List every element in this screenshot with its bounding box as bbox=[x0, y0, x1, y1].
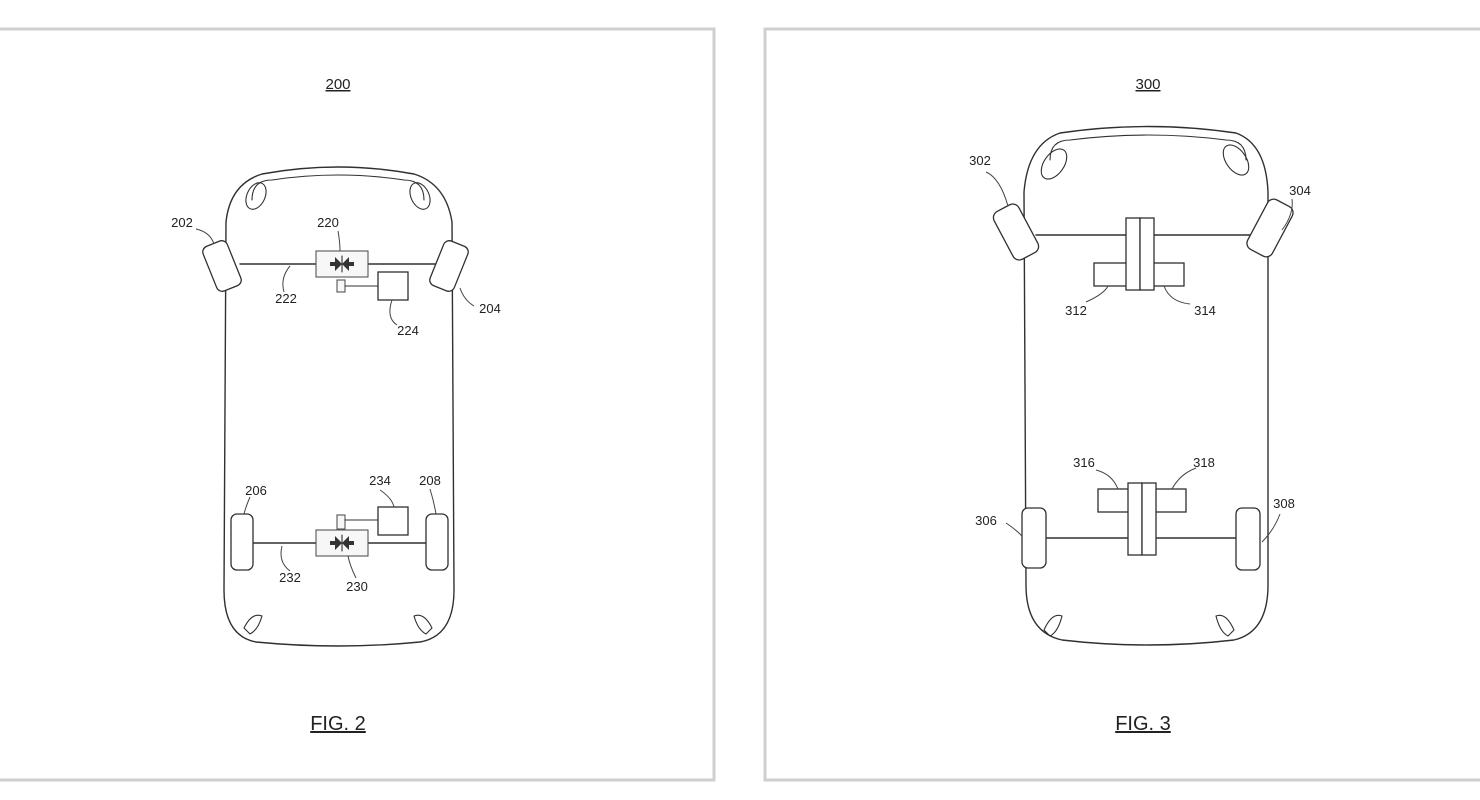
figure-3-leader-lines bbox=[985, 171, 1293, 543]
front-coupling bbox=[336, 279, 346, 293]
label-208: 208 bbox=[419, 473, 441, 488]
label-204: 204 bbox=[479, 301, 501, 316]
rear-unit-right-plate bbox=[1141, 482, 1157, 556]
taillight-right-icon bbox=[413, 614, 433, 635]
figure-3-rear-axle-assembly bbox=[1021, 482, 1261, 571]
figure-2-rear-axle-assembly bbox=[230, 506, 449, 571]
front-unit-right-plate bbox=[1139, 217, 1155, 291]
figure-2-panel: 200 bbox=[0, 27, 716, 782]
figure-2-leader-lines bbox=[195, 228, 475, 579]
rear-unit-left-plate bbox=[1127, 482, 1143, 556]
taillight-right-icon bbox=[1215, 614, 1235, 637]
taillight-left-icon bbox=[243, 614, 263, 635]
front-right-wheel bbox=[429, 240, 469, 292]
label-230: 230 bbox=[346, 579, 368, 594]
label-234: 234 bbox=[369, 473, 391, 488]
rear-left-wheel bbox=[1021, 507, 1047, 569]
label-224: 224 bbox=[397, 323, 419, 338]
rear-right-wheel bbox=[425, 513, 449, 571]
front-left-wheel bbox=[202, 240, 242, 292]
rear-controller-box bbox=[377, 506, 409, 536]
front-left-wheel bbox=[992, 203, 1040, 261]
figure-2-caption: FIG. 2 bbox=[310, 713, 366, 735]
figure-2-reference-number: 200 bbox=[325, 76, 350, 93]
label-312: 312 bbox=[1065, 303, 1087, 318]
figure-2-vehicle-body bbox=[223, 166, 455, 647]
front-motor-icon bbox=[330, 255, 354, 273]
label-302: 302 bbox=[969, 153, 991, 168]
headlight-right-icon bbox=[1222, 144, 1250, 176]
label-306: 306 bbox=[975, 513, 997, 528]
rear-motor-icon bbox=[330, 534, 354, 552]
figure-3-caption: FIG. 3 bbox=[1115, 713, 1171, 735]
headlight-right-icon bbox=[409, 182, 431, 210]
taillight-left-icon bbox=[1043, 614, 1063, 637]
label-222: 222 bbox=[275, 291, 297, 306]
front-controller-box bbox=[377, 271, 409, 301]
headlight-left-icon bbox=[1040, 148, 1068, 180]
figure-3-reference-number: 300 bbox=[1135, 76, 1160, 93]
rear-right-wheel bbox=[1235, 507, 1261, 571]
label-308: 308 bbox=[1273, 496, 1295, 511]
label-316: 316 bbox=[1073, 455, 1095, 470]
label-304: 304 bbox=[1289, 183, 1311, 198]
headlight-left-icon bbox=[245, 182, 267, 210]
label-206: 206 bbox=[245, 483, 267, 498]
figure-3-front-axle-assembly bbox=[992, 198, 1294, 291]
figure-2-frame bbox=[0, 27, 716, 782]
front-right-wheel bbox=[1246, 198, 1294, 258]
label-318: 318 bbox=[1193, 455, 1215, 470]
rear-coupling bbox=[336, 514, 346, 530]
label-232: 232 bbox=[279, 570, 301, 585]
label-314: 314 bbox=[1194, 303, 1216, 318]
label-220: 220 bbox=[317, 215, 339, 230]
front-unit-left-plate bbox=[1125, 217, 1141, 291]
rear-left-wheel bbox=[230, 513, 254, 571]
figure-3-frame bbox=[763, 27, 1480, 782]
figure-3-panel: 300 bbox=[763, 27, 1480, 782]
figure-3-vehicle-body bbox=[1023, 125, 1269, 646]
label-202: 202 bbox=[171, 215, 193, 230]
figure-2-front-axle-assembly bbox=[202, 240, 469, 301]
